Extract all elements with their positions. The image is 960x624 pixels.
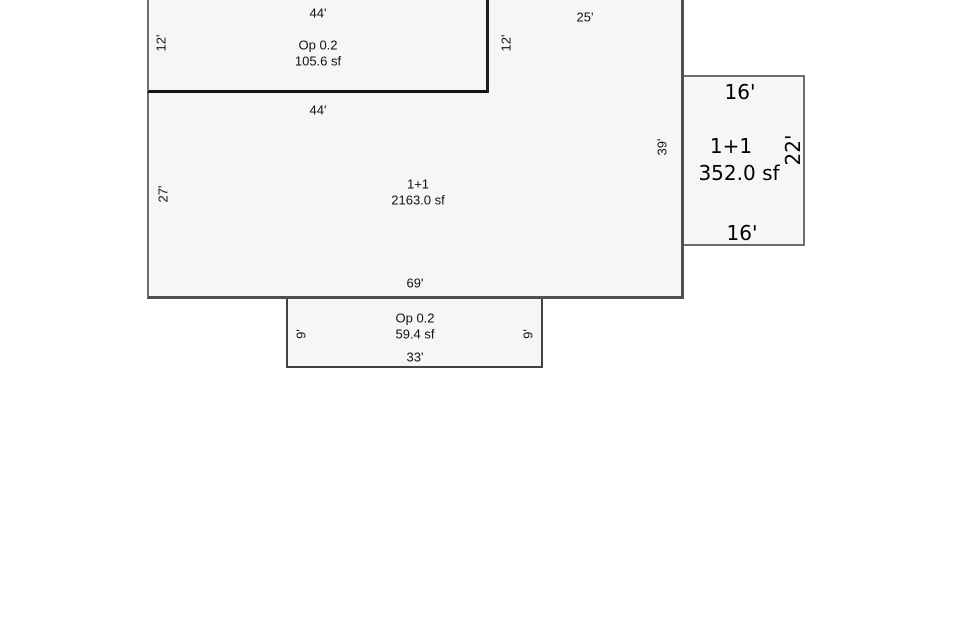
dim-main-top: 44'	[309, 102, 327, 118]
dim-main-left: 27'	[155, 185, 171, 203]
dim-right-addition-right: 22'	[781, 134, 805, 166]
dim-bottom-porch-right: 9'	[520, 329, 536, 339]
dim-bottom-porch-left: 9'	[293, 329, 309, 339]
dim-bottom-porch-bottom: 33'	[406, 349, 424, 365]
dim-main-bottom: 69'	[406, 275, 424, 291]
dim-main-right: 39'	[654, 138, 670, 156]
room-bottom-porch-area: 59.4 sf	[395, 326, 435, 342]
dim-top-porch-top: 44'	[309, 5, 327, 21]
room-top-porch-label: Op 0.2	[298, 37, 338, 53]
dim-main-notch-right: 12'	[498, 34, 514, 52]
room-main-area: 2163.0 sf	[391, 192, 445, 208]
dim-right-addition-bottom: 16'	[726, 221, 758, 245]
dim-main-top-right: 25'	[576, 9, 594, 25]
room-bottom-porch-label: Op 0.2	[395, 310, 435, 326]
room-right-addition-area: 352.0 sf	[698, 161, 780, 185]
room-right-addition-label: 1+1	[709, 134, 753, 158]
room-main-label: 1+1	[406, 176, 430, 192]
dim-right-addition-top: 16'	[724, 80, 756, 104]
dim-top-porch-left: 12'	[153, 34, 169, 52]
room-right-addition-outline	[684, 75, 805, 246]
room-top-porch-outline	[147, 0, 489, 93]
room-main-outline	[147, 0, 684, 299]
room-top-porch-area: 105.6 sf	[294, 53, 342, 69]
room-bottom-porch-outline	[286, 299, 543, 368]
